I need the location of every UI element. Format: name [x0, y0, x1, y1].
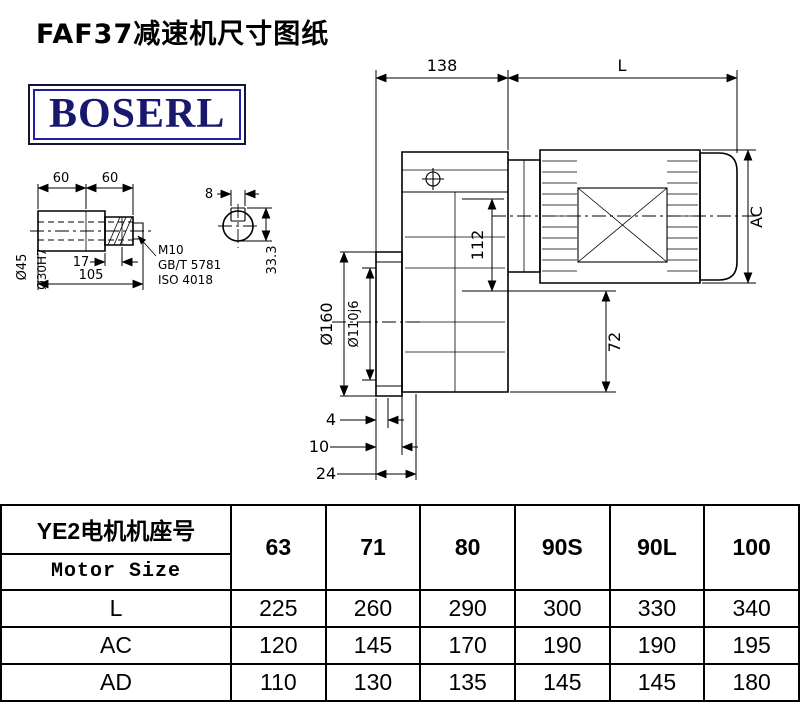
col-header-80: 80	[419, 504, 516, 591]
page: { "page": { "title": "FAF37减速机尺寸图纸", "lo…	[0, 19, 800, 702]
note-standard-iso: ISO 4018	[158, 273, 213, 287]
cell-AC-90S: 190	[513, 626, 611, 665]
table-row-L: L 225 260 290 300 330 340	[0, 589, 800, 628]
dim-72-label: 72	[605, 332, 624, 352]
cell-AC-71: 145	[324, 626, 422, 665]
dimension-drawing: 60 60 17 105 Ø45 Ø30H7 M10 GB/T 5781 ISO…	[15, 56, 766, 483]
brand-logo: BOSERL	[28, 84, 247, 146]
main-dimensions: 138 L AC 112 72 Ø160 Ø110j6 4	[309, 56, 766, 483]
dim-spigot-110-label: Ø110j6	[347, 301, 362, 348]
cell-L-63: 225	[230, 589, 327, 628]
motor-view	[492, 149, 756, 284]
row-label-AC: AC	[0, 626, 232, 665]
motor-size-table: YE2电机机座号 Motor Size 63 71 80 90S 90L 100…	[0, 504, 800, 702]
cell-L-90S: 300	[513, 589, 611, 628]
dim-dia-30-label: Ø30H7	[35, 248, 49, 289]
table-header-row: YE2电机机座号 Motor Size 63 71 80 90S 90L 100	[0, 504, 800, 591]
cell-AC-80: 170	[419, 626, 516, 665]
page-title: FAF37减速机尺寸图纸	[36, 19, 330, 50]
col-header-90L: 90L	[608, 504, 706, 591]
dim-4-label: 4	[326, 410, 336, 429]
dim-shaft-105-label: 105	[79, 268, 104, 283]
cell-AD-100: 180	[703, 663, 800, 702]
dim-flange-160-label: Ø160	[317, 302, 336, 345]
motor-fins	[542, 160, 698, 272]
cell-AD-90L: 145	[608, 663, 706, 702]
dim-key-33-label: 33.3	[265, 246, 280, 275]
dim-AC-label: AC	[747, 206, 766, 228]
dim-10-label: 10	[309, 437, 329, 456]
row-label-AD: AD	[0, 663, 232, 702]
cell-AC-100: 195	[703, 626, 800, 665]
col-header-100: 100	[703, 504, 800, 591]
table-row-AD: AD 110 130 135 145 145 180	[0, 663, 800, 702]
dim-dia-45-label: Ø45	[15, 254, 30, 281]
cell-L-100: 340	[703, 589, 800, 628]
cell-L-80: 290	[419, 589, 516, 628]
cell-L-71: 260	[324, 589, 422, 628]
dim-shaft-60a-label: 60	[53, 171, 70, 186]
size-table: YE2电机机座号 Motor Size 63 71 80 90S 90L 100…	[0, 504, 800, 702]
dim-thread-17-label: 17	[73, 255, 90, 270]
table-header-cell: YE2电机机座号 Motor Size	[0, 504, 232, 591]
shaft-detail-view: 60 60 17 105 Ø45 Ø30H7 M10 GB/T 5781 ISO…	[15, 171, 221, 290]
note-standard-gb: GB/T 5781	[158, 258, 221, 272]
brand-logo-frame: BOSERL	[33, 89, 242, 141]
brand-logo-text: BOSERL	[49, 91, 226, 137]
col-header-71: 71	[324, 504, 422, 591]
note-thread-m10: M10	[158, 243, 184, 257]
table-header-en: Motor Size	[50, 560, 182, 583]
dim-138-label: 138	[427, 56, 458, 75]
shaft-section-view: 8 33.3	[205, 187, 280, 274]
row-label-L: L	[0, 589, 232, 628]
cell-AC-63: 120	[230, 626, 327, 665]
cell-AC-90L: 190	[608, 626, 706, 665]
dim-shaft-60b-label: 60	[102, 171, 119, 186]
table-header-cn: YE2电机机座号	[2, 506, 230, 555]
cell-AD-80: 135	[419, 663, 516, 702]
dim-112-label: 112	[468, 230, 487, 261]
col-header-63: 63	[230, 504, 327, 591]
gearbox-front-view	[332, 151, 509, 397]
cell-AD-71: 130	[324, 663, 422, 702]
dim-L-label: L	[618, 56, 627, 75]
cell-AD-63: 110	[230, 663, 327, 702]
col-header-90S: 90S	[513, 504, 611, 591]
dim-key-8-label: 8	[205, 187, 213, 202]
dim-24-label: 24	[316, 464, 336, 483]
cell-AD-90S: 145	[513, 663, 611, 702]
table-row-AC: AC 120 145 170 190 190 195	[0, 626, 800, 665]
cell-L-90L: 330	[608, 589, 706, 628]
